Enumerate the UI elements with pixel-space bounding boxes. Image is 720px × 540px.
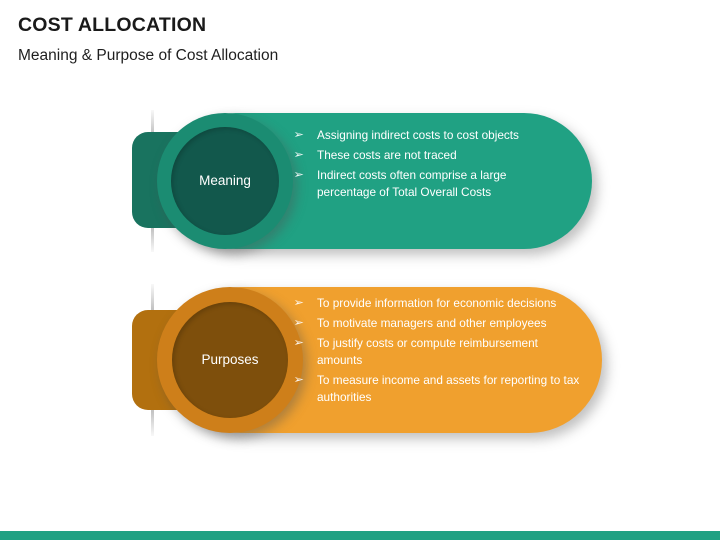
circle-ring-purposes: Purposes — [157, 287, 303, 433]
circle-ring-meaning: Meaning — [157, 113, 293, 249]
list-item: ➢ To justify costs or compute reimbursem… — [293, 335, 580, 369]
bullet-list-purposes: ➢ To provide information for economic de… — [293, 295, 580, 409]
arrow-bullet-icon: ➢ — [293, 317, 304, 329]
arrow-bullet-icon: ➢ — [293, 129, 304, 141]
arrow-bullet-icon: ➢ — [293, 374, 304, 386]
circle-disc-meaning: Meaning — [171, 127, 279, 235]
bullet-text: To motivate managers and other employees — [317, 316, 547, 330]
slide-header: COST ALLOCATION Meaning & Purpose of Cos… — [18, 14, 698, 66]
list-item: ➢ To motivate managers and other employe… — [293, 315, 580, 332]
arrow-bullet-icon: ➢ — [293, 149, 304, 161]
bullet-text: Assigning indirect costs to cost objects — [317, 128, 519, 142]
bullet-text: To justify costs or compute reimbursemen… — [317, 336, 538, 367]
list-item: ➢ To measure income and assets for repor… — [293, 372, 580, 406]
bullet-text: To measure income and assets for reporti… — [317, 373, 580, 404]
page-subtitle: Meaning & Purpose of Cost Allocation — [18, 47, 279, 65]
bullet-list-meaning: ➢ Assigning indirect costs to cost objec… — [293, 127, 563, 204]
bullet-text: To provide information for economic deci… — [317, 296, 557, 310]
diagram-row-purposes: Purposes ➢ To provide information for ec… — [132, 284, 602, 436]
arrow-bullet-icon: ➢ — [293, 169, 304, 181]
circle-disc-purposes: Purposes — [172, 302, 288, 418]
arrow-bullet-icon: ➢ — [293, 297, 304, 309]
bullet-text: Indirect costs often comprise a large pe… — [317, 168, 507, 199]
page-title: COST ALLOCATION — [18, 14, 207, 36]
list-item: ➢ These costs are not traced — [293, 147, 563, 164]
arrow-bullet-icon: ➢ — [293, 337, 304, 349]
bottom-accent-bar — [0, 531, 720, 540]
circle-label-purposes: Purposes — [201, 352, 259, 368]
bullet-text: These costs are not traced — [317, 148, 457, 162]
diagram-row-meaning: Meaning ➢ Assigning indirect costs to co… — [132, 110, 592, 252]
list-item: ➢ Indirect costs often comprise a large … — [293, 167, 563, 201]
list-item: ➢ To provide information for economic de… — [293, 295, 580, 312]
circle-label-meaning: Meaning — [199, 173, 251, 189]
list-item: ➢ Assigning indirect costs to cost objec… — [293, 127, 563, 144]
